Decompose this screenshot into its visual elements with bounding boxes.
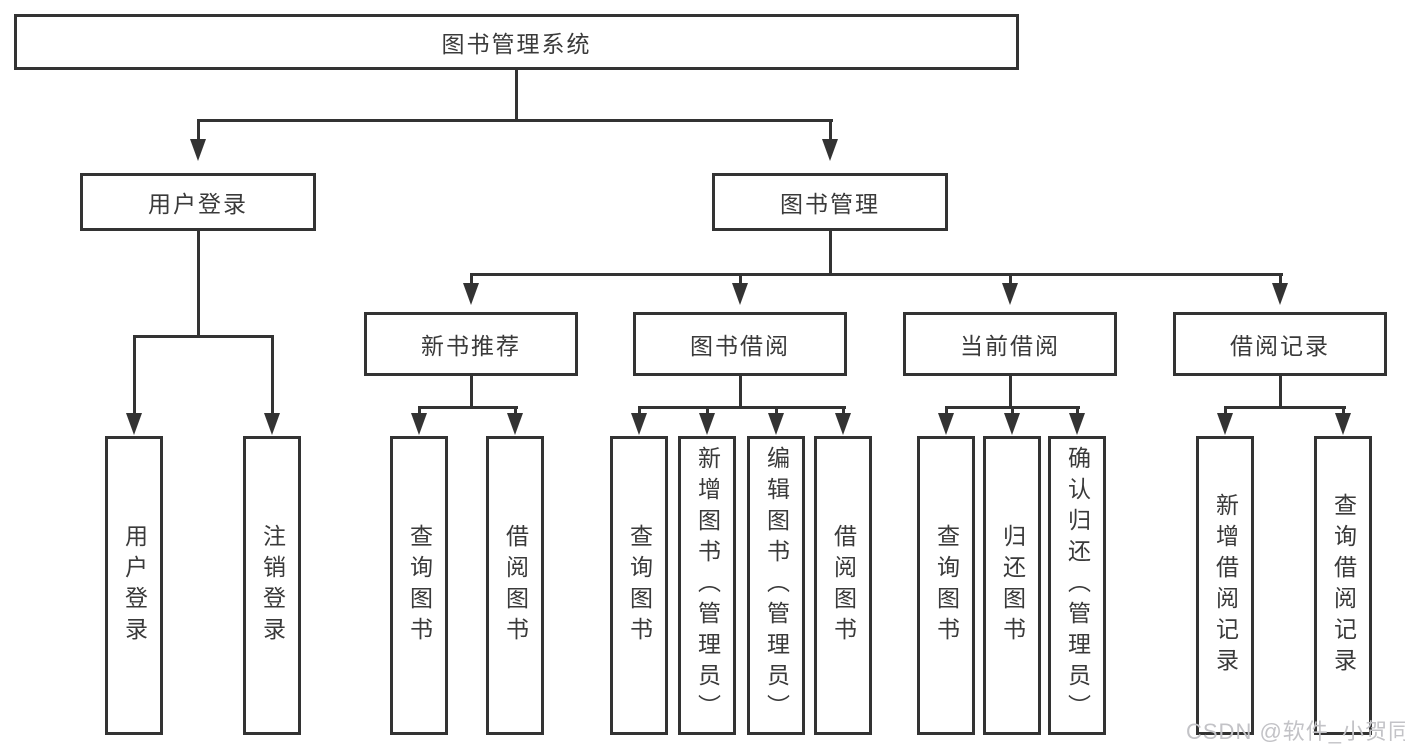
leaf-logout: 注销登录: [243, 436, 301, 735]
node-label: 借阅图书: [830, 523, 857, 648]
connector-line: [775, 406, 778, 416]
node-label: 确认归还（管理员）: [1064, 446, 1091, 725]
connector-line: [1009, 273, 1012, 285]
node-label: 归还图书: [999, 523, 1026, 648]
node-label: 图书管理: [780, 191, 880, 217]
connector-line: [829, 231, 832, 276]
node-label: 查询图书: [933, 523, 960, 648]
connector-line: [829, 119, 832, 141]
node-new-book-recommend: 新书推荐: [364, 312, 578, 376]
node-label: 查询图书: [406, 523, 433, 648]
arrow-down-icon: [411, 413, 427, 435]
node-label: 查询借阅记录: [1330, 492, 1357, 679]
connector-line: [1224, 406, 1227, 416]
arrow-down-icon: [264, 413, 280, 435]
connector-line: [1342, 406, 1345, 416]
node-library-system: 图书管理系统: [14, 14, 1019, 70]
arrow-down-icon: [1002, 283, 1018, 305]
arrow-down-icon: [463, 283, 479, 305]
node-user-login: 用户登录: [80, 173, 316, 231]
arrow-down-icon: [1004, 413, 1020, 435]
connector-line: [1279, 273, 1282, 285]
arrow-down-icon: [1335, 413, 1351, 435]
node-label: 新书推荐: [421, 333, 521, 359]
leaf-query-books-recommend: 查询图书: [390, 436, 448, 735]
arrow-down-icon: [732, 283, 748, 305]
arrow-down-icon: [835, 413, 851, 435]
connector-line: [739, 273, 742, 285]
connector-line: [1224, 406, 1346, 409]
connector-line: [1076, 406, 1079, 416]
node-label: 用户登录: [121, 523, 148, 648]
connector-line: [638, 406, 846, 409]
leaf-add-book-admin: 新增图书（管理员）: [678, 436, 736, 735]
leaf-query-books-current: 查询图书: [917, 436, 975, 735]
leaf-confirm-return-admin: 确认归还（管理员）: [1048, 436, 1106, 735]
arrow-down-icon: [631, 413, 647, 435]
connector-line: [514, 406, 517, 416]
node-label: 图书借阅: [690, 333, 790, 359]
arrow-down-icon: [1272, 283, 1288, 305]
node-label: 借阅记录: [1230, 333, 1330, 359]
connector-line: [1009, 376, 1012, 409]
arrow-down-icon: [507, 413, 523, 435]
connector-line: [271, 335, 274, 415]
leaf-borrow-books: 借阅图书: [814, 436, 872, 735]
connector-line: [470, 273, 1283, 276]
node-label: 查询图书: [626, 523, 653, 648]
leaf-return-books: 归还图书: [983, 436, 1041, 735]
node-book-borrow: 图书借阅: [633, 312, 847, 376]
arrow-down-icon: [1217, 413, 1233, 435]
node-borrow-records: 借阅记录: [1173, 312, 1387, 376]
node-book-management: 图书管理: [712, 173, 948, 231]
connector-line: [197, 231, 200, 337]
connector-line: [945, 406, 948, 416]
arrow-down-icon: [126, 413, 142, 435]
arrow-down-icon: [1069, 413, 1085, 435]
node-label: 新增图书（管理员）: [694, 446, 721, 725]
leaf-user-login: 用户登录: [105, 436, 163, 735]
connector-line: [1011, 406, 1014, 416]
connector-line: [638, 406, 641, 416]
node-label: 用户登录: [148, 191, 248, 217]
connector-line: [418, 406, 421, 416]
arrow-down-icon: [768, 413, 784, 435]
connector-line: [706, 406, 709, 416]
leaf-query-books-borrow: 查询图书: [610, 436, 668, 735]
connector-line: [515, 69, 518, 121]
connector-line: [133, 335, 136, 415]
leaf-query-borrow-record: 查询借阅记录: [1314, 436, 1372, 735]
arrow-down-icon: [938, 413, 954, 435]
node-label: 注销登录: [259, 523, 286, 648]
leaf-borrow-books-recommend: 借阅图书: [486, 436, 544, 735]
leaf-add-borrow-record: 新增借阅记录: [1196, 436, 1254, 735]
arrow-down-icon: [190, 139, 206, 161]
connector-line: [418, 406, 518, 409]
connector-line: [197, 119, 833, 122]
connector-line: [739, 376, 742, 409]
arrow-down-icon: [699, 413, 715, 435]
node-label: 当前借阅: [960, 333, 1060, 359]
connector-line: [1279, 376, 1282, 409]
node-current-borrow: 当前借阅: [903, 312, 1117, 376]
connector-line: [470, 273, 473, 285]
node-label: 编辑图书（管理员）: [763, 446, 790, 725]
node-label: 新增借阅记录: [1212, 492, 1239, 679]
connector-line: [470, 376, 473, 409]
connector-line: [133, 335, 274, 338]
connector-line: [842, 406, 845, 416]
node-label: 图书管理系统: [441, 31, 592, 57]
watermark: CSDN @软件_小贺同学: [1186, 719, 1405, 744]
connector-line: [197, 119, 200, 141]
node-label: 借阅图书: [502, 523, 529, 648]
leaf-edit-book-admin: 编辑图书（管理员）: [747, 436, 805, 735]
arrow-down-icon: [822, 139, 838, 161]
